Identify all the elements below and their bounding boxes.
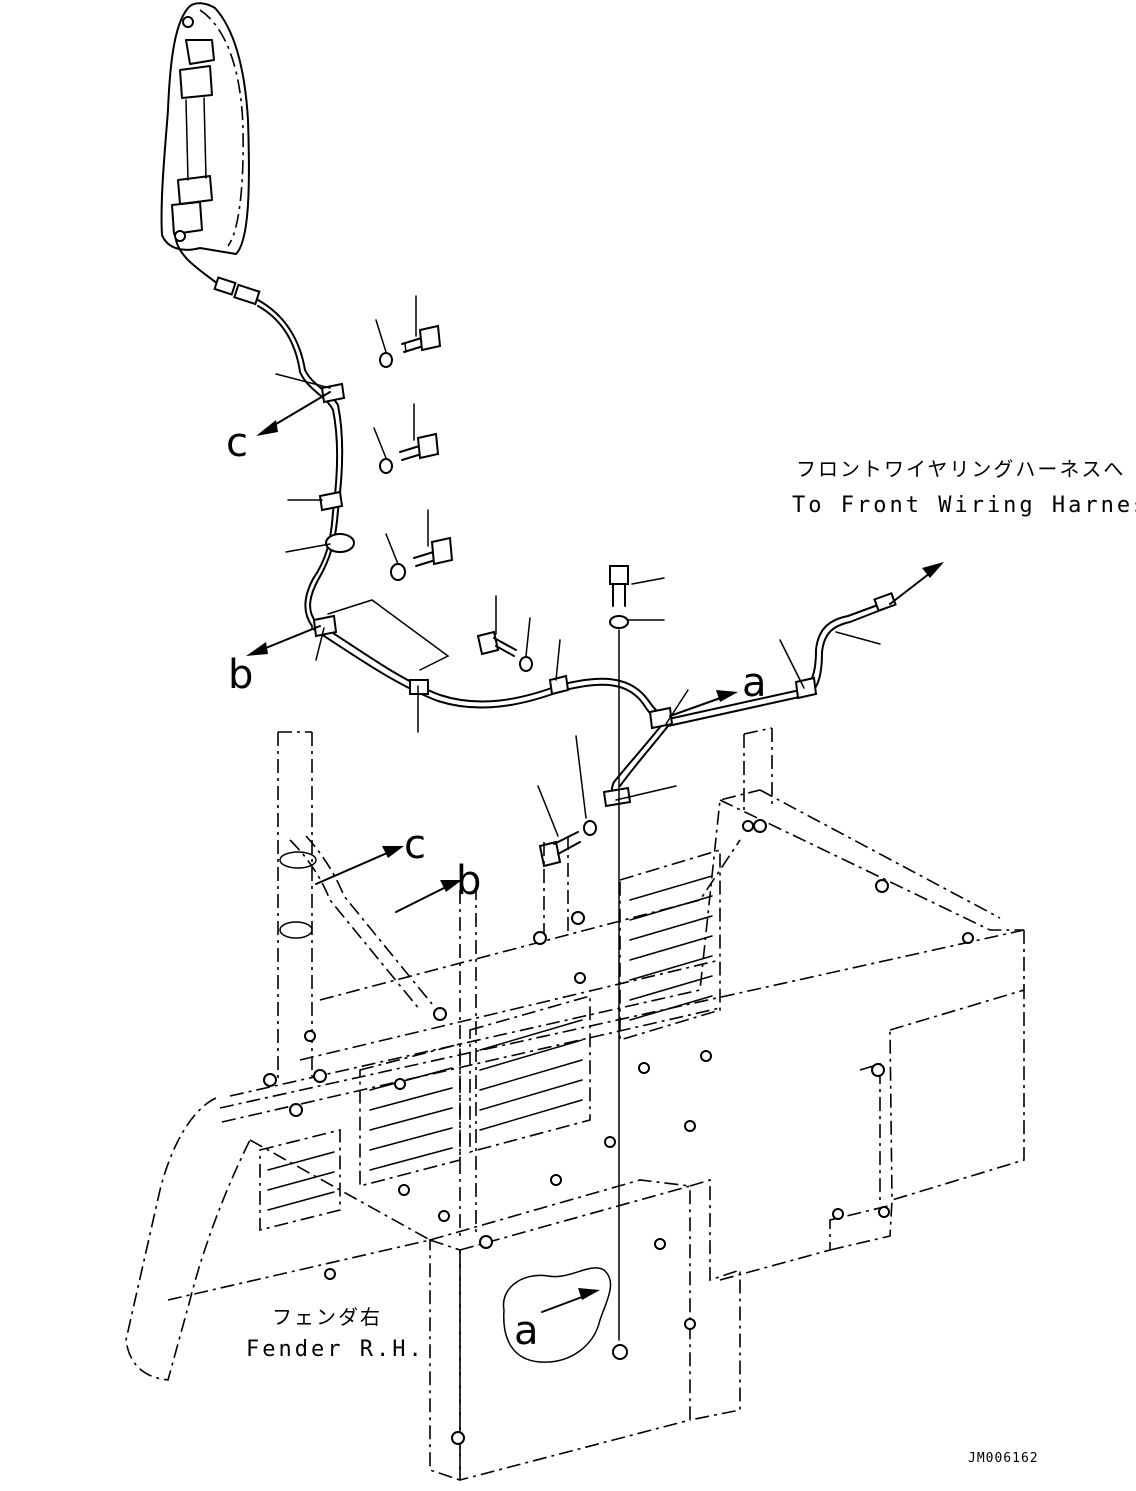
letter-b-lower: b	[456, 858, 481, 904]
callout-front-harness-en: To Front Wiring Harness	[792, 493, 1136, 518]
washer-1	[379, 352, 393, 368]
letter-c-upper: c	[226, 420, 248, 466]
washer-3	[390, 563, 406, 581]
washer-5	[583, 820, 597, 836]
callout-bubble-a	[502, 1267, 612, 1363]
arrows	[246, 391, 944, 1313]
letter-a-upper: a	[742, 660, 767, 706]
wiring-harness	[257, 299, 897, 808]
mirror-connector	[175, 239, 261, 306]
letter-a-lower: a	[514, 1308, 539, 1354]
bolt-1	[401, 324, 442, 353]
drawing-code: JM006162	[968, 1451, 1039, 1466]
bolt-4	[476, 630, 517, 657]
letter-c-lower: c	[404, 822, 426, 868]
bolt-5	[538, 831, 581, 868]
callout-front-harness-jp: フロントワイヤリングハーネスへ	[796, 457, 1125, 481]
callout-fender-en: Fender R.H.	[246, 1337, 425, 1362]
fender-frame	[125, 727, 1025, 1482]
bolt-2	[399, 432, 440, 461]
washer-2	[379, 458, 393, 474]
callout-fender-jp: フェンダ右	[272, 1305, 382, 1329]
bolt-3	[413, 536, 454, 567]
washer-vertical	[609, 615, 629, 629]
washer-4	[519, 656, 533, 672]
mirror-lamp-assembly	[160, 2, 250, 255]
bolt-vertical	[609, 565, 629, 607]
letter-b-upper: b	[228, 652, 253, 698]
leader-lines	[275, 295, 881, 1341]
